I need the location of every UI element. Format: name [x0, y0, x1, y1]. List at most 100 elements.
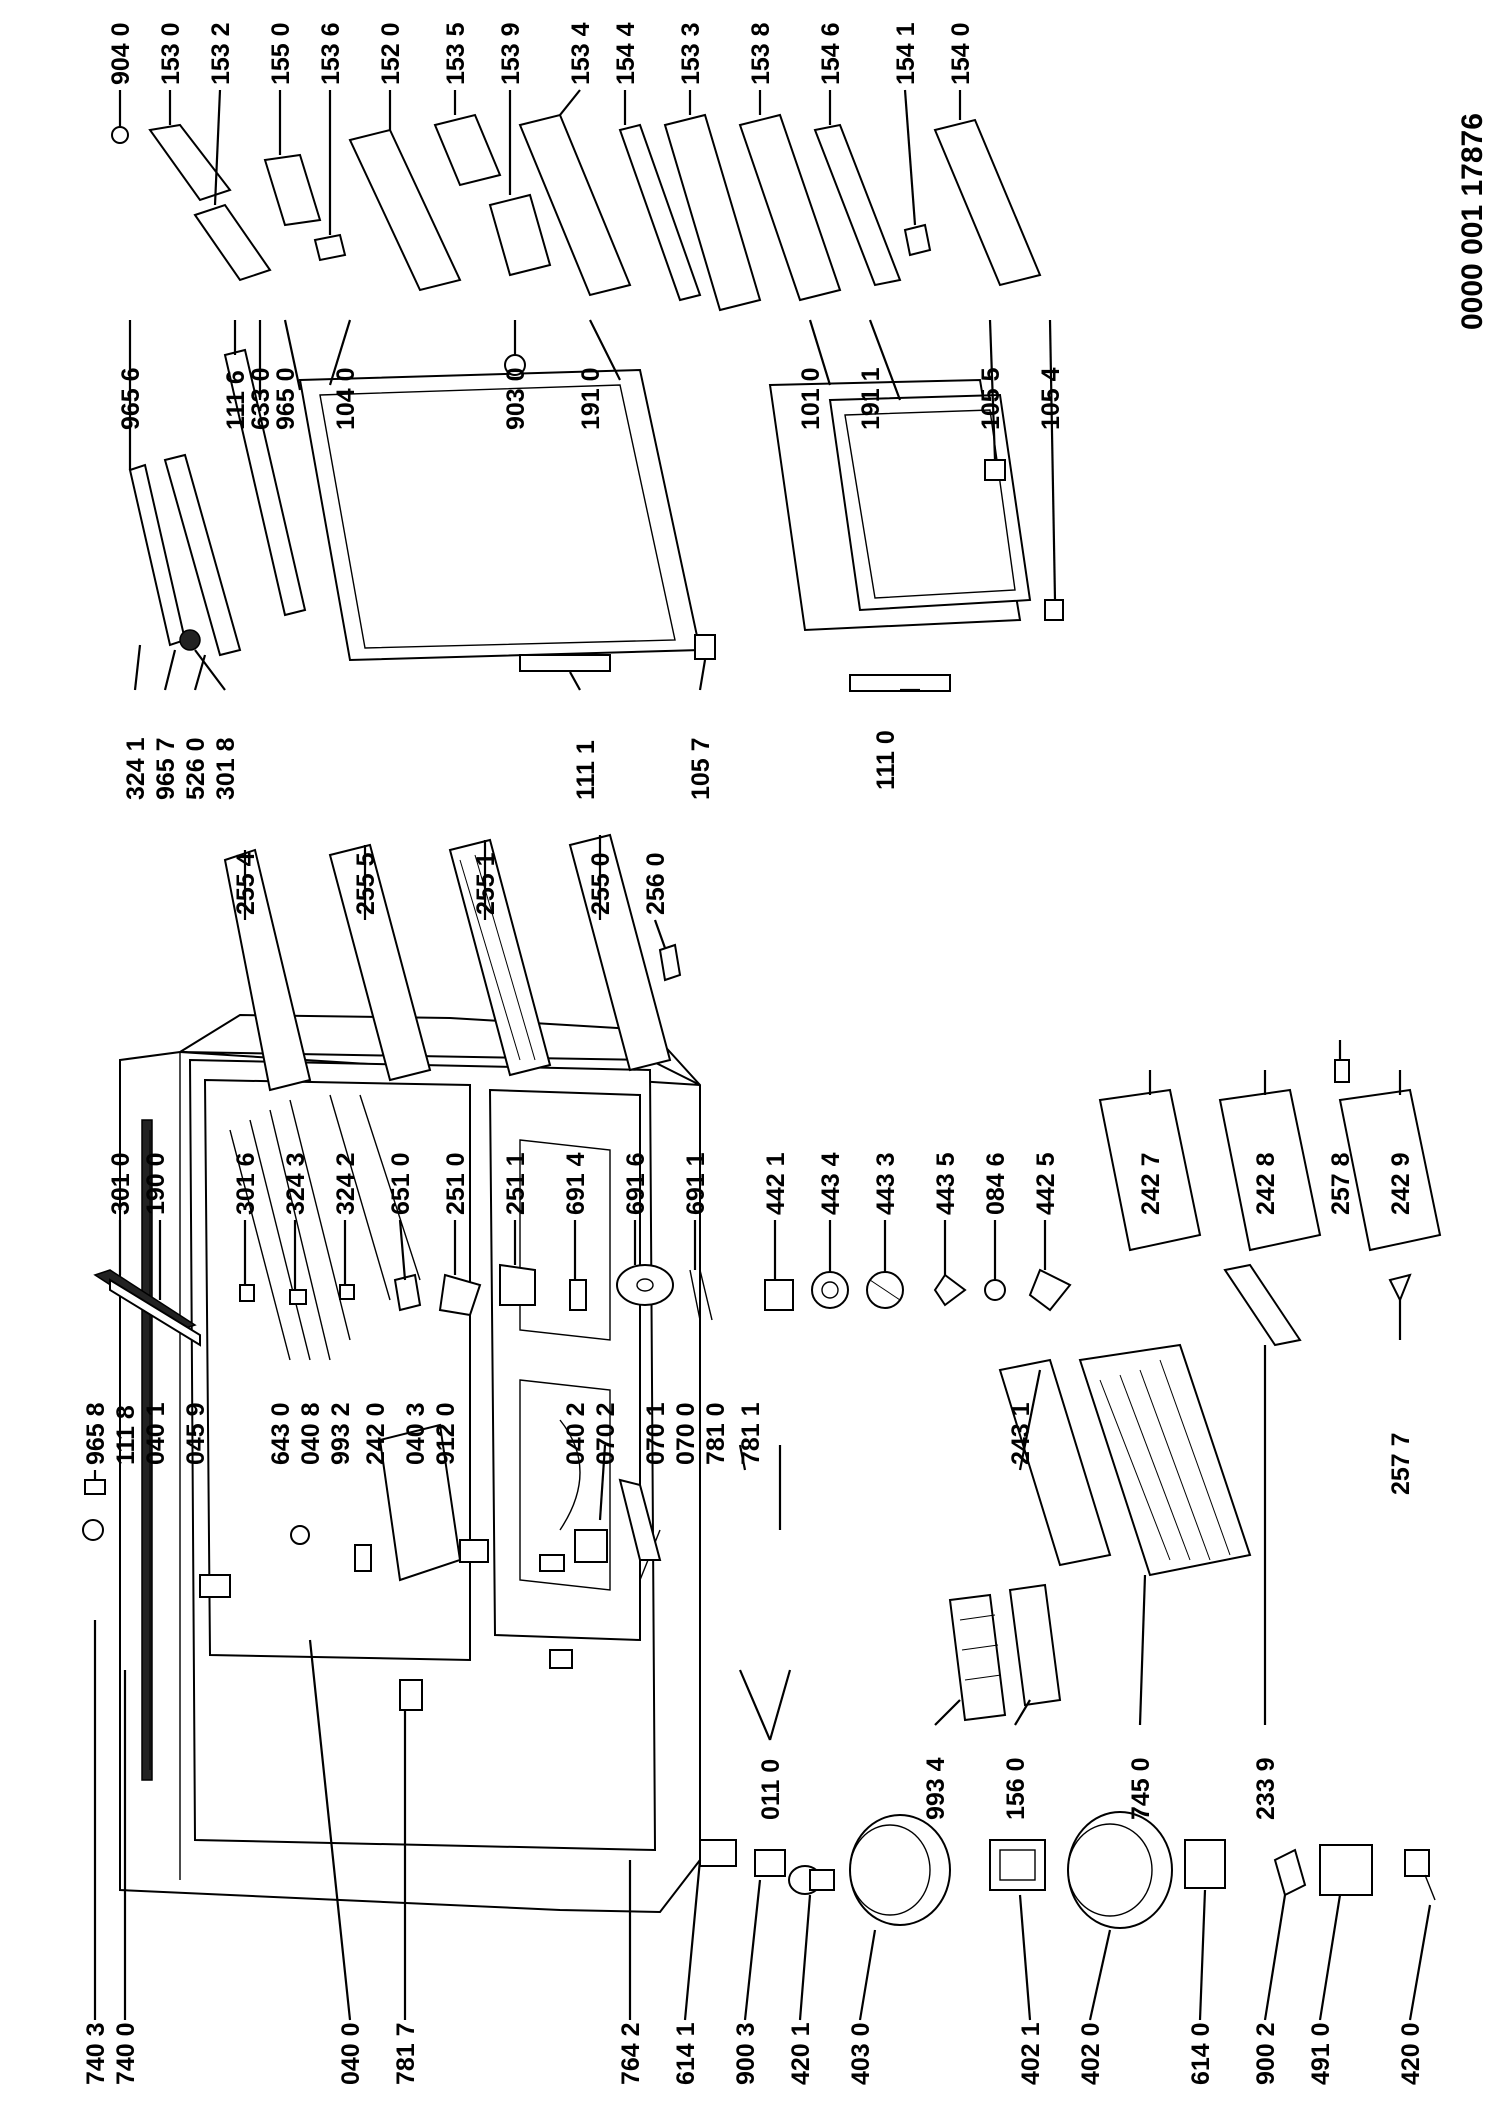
label-443-4: 443 4 [817, 1152, 845, 1215]
label-111-8: 111 8 [112, 1405, 140, 1465]
label-255-1: 255 1 [472, 852, 500, 915]
label-256-0: 256 0 [642, 852, 670, 915]
compressor-and-electrical [699, 1811, 1436, 1929]
label-764-2: 764 2 [617, 2022, 645, 2085]
label-403-0: 403 0 [847, 2022, 875, 2085]
label-251-1: 251 1 [502, 1152, 530, 1215]
label-153-9: 153 9 [497, 22, 525, 85]
label-324-3: 324 3 [282, 1152, 310, 1215]
label-740-3: 740 3 [82, 2022, 110, 2085]
freezer-drawers [1098, 1059, 1442, 1303]
label-191-1: 191 1 [857, 367, 885, 430]
label-154-6: 154 6 [817, 22, 845, 85]
label-040-8: 040 8 [297, 1402, 325, 1465]
label-255-0: 255 0 [587, 852, 615, 915]
label-233-9: 233 9 [1252, 1757, 1280, 1820]
label-070-2: 070 2 [592, 1402, 620, 1465]
label-324-1: 324 1 [122, 737, 150, 800]
label-105-4: 105 4 [1037, 367, 1065, 430]
label-740-0: 740 0 [112, 2022, 140, 2085]
label-781-0: 781 0 [702, 1402, 730, 1465]
label-614-1: 614 1 [672, 2022, 700, 2085]
label-965-6: 965 6 [117, 367, 145, 430]
label-420-1: 420 1 [787, 2022, 815, 2085]
label-442-1: 442 1 [762, 1152, 790, 1215]
label-242-0: 242 0 [362, 1402, 390, 1465]
control-parts [239, 1263, 713, 1321]
label-633-0: 633 0 [247, 367, 275, 430]
label-301-6: 301 6 [232, 1152, 260, 1215]
label-153-8: 153 8 [747, 22, 775, 85]
label-781-1: 781 1 [737, 1402, 765, 1465]
label-040-1: 040 1 [142, 1402, 170, 1465]
label-190-0: 190 0 [142, 1152, 170, 1215]
label-900-2: 900 2 [1252, 2022, 1280, 2085]
freezer-door-parts [768, 378, 1064, 692]
label-070-0: 070 0 [672, 1402, 700, 1465]
label-900-3: 900 3 [732, 2022, 760, 2085]
label-491-0: 491 0 [1307, 2022, 1335, 2085]
label-614-0: 614 0 [1187, 2022, 1215, 2085]
label-156-0: 156 0 [1002, 1757, 1030, 1820]
label-155-0: 155 0 [267, 22, 295, 85]
label-651-0: 651 0 [387, 1152, 415, 1215]
cabinet-body [119, 1013, 701, 1914]
label-255-5: 255 5 [352, 852, 380, 915]
label-965-8: 965 8 [82, 1402, 110, 1465]
label-301-0: 301 0 [107, 1152, 135, 1215]
label-324-2: 324 2 [332, 1152, 360, 1215]
label-104-0: 104 0 [332, 367, 360, 430]
door-bins [111, 113, 1042, 312]
label-257-7: 257 7 [1387, 1432, 1415, 1495]
part-labels: 740 3 740 0 040 0 781 7 764 2 614 1 900 … [82, 22, 1489, 2085]
part-illustrations [82, 113, 1442, 1929]
leader-lines [93, 89, 1432, 2021]
label-993-2: 993 2 [327, 1402, 355, 1465]
label-242-7: 242 7 [1137, 1152, 1165, 1215]
label-154-4: 154 4 [612, 22, 640, 85]
label-243-1: 243 1 [1007, 1402, 1035, 1465]
label-191-0: 191 0 [577, 367, 605, 430]
label-111-1: 111 1 [572, 740, 600, 800]
label-070-1: 070 1 [642, 1402, 670, 1465]
label-965-7: 965 7 [152, 737, 180, 800]
fan-assembly [764, 1268, 1072, 1312]
label-965-0: 965 0 [272, 367, 300, 430]
label-420-0: 420 0 [1397, 2022, 1425, 2085]
label-443-3: 443 3 [872, 1152, 900, 1215]
label-045-9: 045 9 [182, 1402, 210, 1465]
label-153-6: 153 6 [317, 22, 345, 85]
label-154-1: 154 1 [892, 22, 920, 85]
label-904-0: 904 0 [107, 22, 135, 85]
label-993-4: 993 4 [922, 1757, 950, 1820]
label-153-2: 153 2 [207, 22, 235, 85]
label-442-5: 442 5 [1032, 1152, 1060, 1215]
label-153-3: 153 3 [677, 22, 705, 85]
label-443-5: 443 5 [932, 1152, 960, 1215]
label-242-8: 242 8 [1252, 1152, 1280, 1215]
label-691-6: 691 6 [622, 1152, 650, 1215]
label-154-0: 154 0 [947, 22, 975, 85]
label-040-0: 040 0 [337, 2022, 365, 2085]
label-101-0: 101 0 [797, 367, 825, 430]
label-912-0: 912 0 [432, 1402, 460, 1465]
label-152-0: 152 0 [377, 22, 405, 85]
label-745-0: 745 0 [1127, 1757, 1155, 1820]
label-903-0: 903 0 [502, 367, 530, 430]
label-040-2: 040 2 [562, 1402, 590, 1465]
glass-shelves [223, 833, 682, 1092]
label-040-3: 040 3 [402, 1402, 430, 1465]
fridge-door-parts [128, 348, 716, 672]
label-105-7: 105 7 [687, 737, 715, 800]
label-242-9: 242 9 [1387, 1152, 1415, 1215]
label-691-4: 691 4 [562, 1152, 590, 1215]
label-084-6: 084 6 [982, 1152, 1010, 1215]
label-781-7: 781 7 [392, 2022, 420, 2085]
small-parts-top-left [82, 1478, 662, 1711]
label-402-1: 402 1 [1017, 2022, 1045, 2085]
freezer-shelves [948, 1263, 1302, 1722]
label-153-5: 153 5 [442, 22, 470, 85]
label-526-0: 526 0 [182, 737, 210, 800]
document-code: 0000 001 17876 [1456, 113, 1489, 330]
